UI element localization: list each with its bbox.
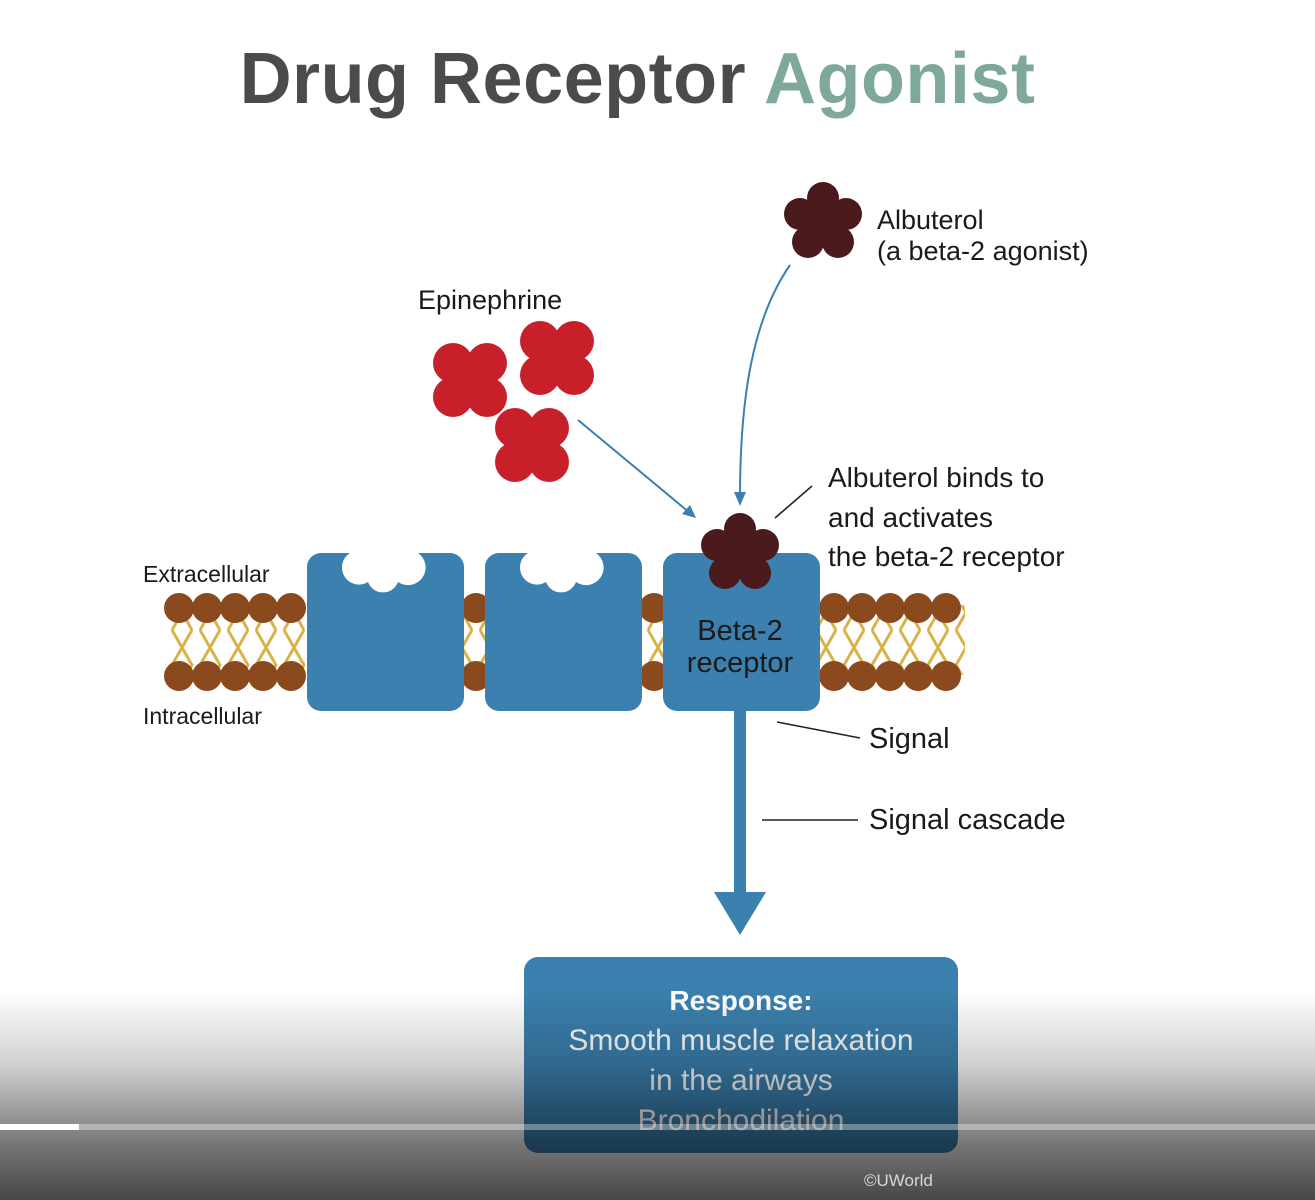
response-line-3: Bronchodilation: [637, 1104, 845, 1137]
lipid-head: [819, 593, 849, 623]
albuterol-arrow: [739, 264, 791, 498]
lipid-head: [248, 593, 278, 623]
lipid-head: [461, 593, 491, 623]
albuterol-molecule-bound: [701, 513, 779, 589]
lipid-head: [461, 661, 491, 691]
lipid-head: [220, 661, 250, 691]
copyright-text: ©UWorld: [864, 1171, 933, 1190]
albuterol-molecules: [701, 182, 862, 589]
signal-cascade-label: Signal cascade: [869, 804, 1066, 836]
lipid-head: [847, 661, 877, 691]
signal-label: Signal: [869, 723, 950, 755]
lipid-head: [903, 593, 933, 623]
epinephrine-arrow: [577, 419, 691, 514]
binding-site: [341, 553, 426, 593]
lipid-head: [639, 661, 669, 691]
binds-label-3: the beta-2 receptor: [828, 541, 1065, 572]
response-heading: Response:: [669, 985, 813, 1016]
albuterol-label-1: Albuterol: [877, 205, 984, 235]
beta-2-receptor: Beta-2 receptor: [663, 553, 820, 711]
epinephrine-label: Epinephrine: [418, 285, 562, 315]
epinephrine-molecule: [495, 408, 569, 482]
receptor-2: [485, 553, 642, 711]
diagram-title: Drug Receptor Agonist: [0, 38, 1275, 120]
lipid-head: [164, 661, 194, 691]
binds-label-2: and activates: [828, 502, 993, 533]
lipid-head: [164, 593, 194, 623]
lipid-heads-bottom: [164, 661, 961, 691]
lipid-head: [639, 593, 669, 623]
lipid-head: [276, 593, 306, 623]
extracellular-label: Extracellular: [143, 561, 270, 587]
video-progress-bar[interactable]: [0, 1124, 1315, 1130]
albuterol-molecule-free: [784, 182, 862, 258]
lipid-head: [192, 661, 222, 691]
receptor-label-1: Beta-2: [697, 615, 782, 647]
title-main: Drug Receptor: [239, 39, 747, 119]
binding-arrows: [577, 264, 791, 518]
binds-label-1: Albuterol binds to: [828, 462, 1044, 493]
lipid-head: [276, 661, 306, 691]
leader-lines: [762, 485, 861, 821]
lipid-head: [248, 661, 278, 691]
video-progress-fill: [0, 1124, 79, 1130]
title-accent: Agonist: [763, 39, 1036, 119]
lipid-head: [875, 661, 905, 691]
epinephrine-molecule: [433, 343, 507, 417]
response-line-2: in the airways: [649, 1064, 833, 1097]
response-line-1: Smooth muscle relaxation: [568, 1024, 914, 1057]
lipid-head: [931, 661, 961, 691]
binding-site: [519, 553, 604, 593]
lipid-head: [192, 593, 222, 623]
receptor-label-2: receptor: [687, 647, 794, 679]
lipid-head: [875, 593, 905, 623]
albuterol-label-2: (a beta-2 agonist): [877, 236, 1089, 266]
intracellular-label: Intracellular: [143, 703, 262, 729]
epinephrine-molecules: [433, 321, 594, 482]
lipid-bilayer: [164, 593, 965, 691]
receptor-1: [307, 553, 464, 711]
lipid-head: [931, 593, 961, 623]
signal-arrow: [714, 705, 766, 935]
lipid-head: [903, 661, 933, 691]
lipid-head: [819, 661, 849, 691]
lipid-head: [847, 593, 877, 623]
lipid-head: [220, 593, 250, 623]
epinephrine-molecule: [520, 321, 594, 395]
lipid-heads-top: [164, 593, 961, 623]
